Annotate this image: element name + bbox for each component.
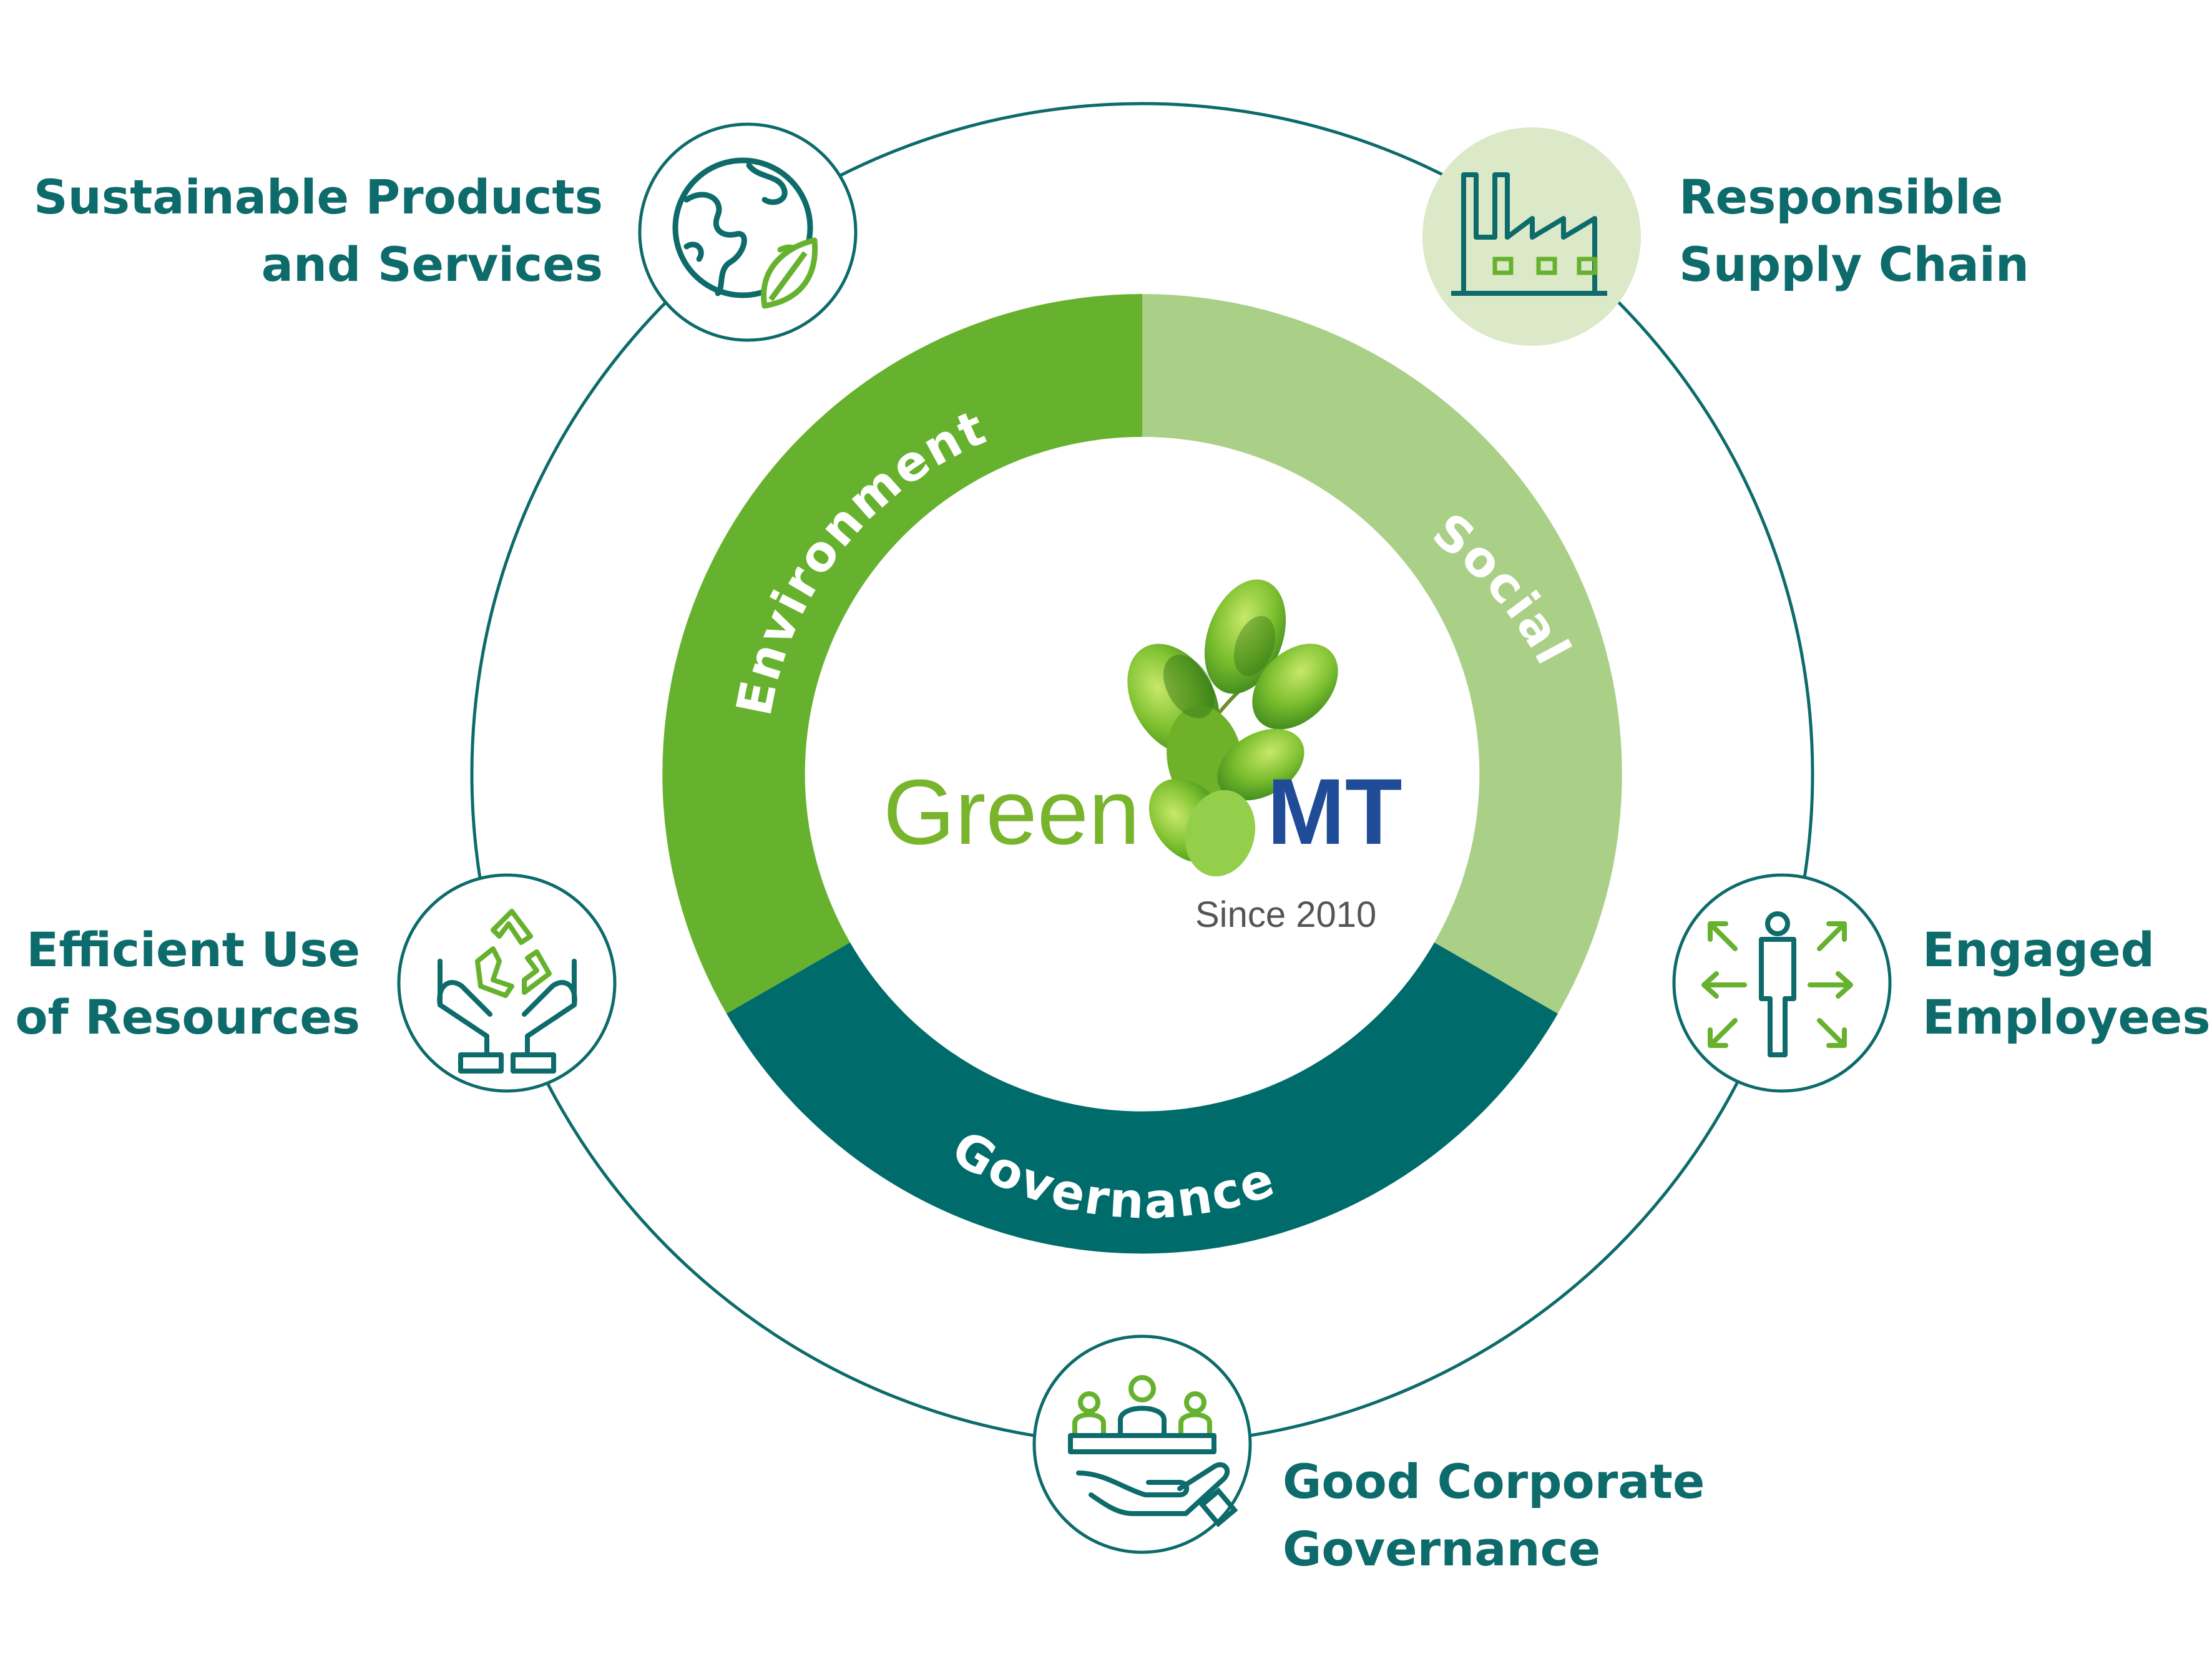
people-icon: [1068, 1375, 1216, 1454]
social-segment: [1142, 294, 1622, 1014]
hand-icon: [1076, 1462, 1230, 1516]
logo-mt-text: MT: [1267, 759, 1402, 864]
topic-supply-node: [1422, 127, 1641, 346]
topic-governance-node: [1032, 1334, 1252, 1554]
recycle-icon: [475, 909, 552, 998]
factory-windows-icon: [1492, 257, 1598, 275]
topic-resources-label: Efficient Use of Resources: [15, 916, 360, 1051]
topic-governance-label: Good Corporate Governance: [1283, 1448, 1705, 1583]
topic-resources-line1: Efficient Use: [26, 922, 360, 977]
topic-governance-line1: Good Corporate: [1283, 1454, 1705, 1509]
person-icon: [1759, 911, 1796, 1057]
topic-supply-label: Responsible Supply Chain: [1679, 164, 2029, 298]
leaves-image: [1127, 579, 1338, 877]
topic-employees-label: Engaged Employees: [1922, 916, 2211, 1051]
greenmt-logo: Green MT Since 2010: [883, 579, 1402, 935]
leaf-accent-icon: [761, 237, 818, 309]
topic-employees-line1: Engaged: [1922, 922, 2155, 977]
topic-sustainable-line1: Sustainable Products: [33, 169, 603, 225]
logo-green-text: Green: [883, 761, 1140, 864]
esg-ring: Environment Social Governance: [662, 294, 1622, 1254]
since-text: Since 2010: [1195, 894, 1376, 935]
hands-icon: [437, 959, 577, 1074]
topic-employees-line2: Employees: [1922, 989, 2211, 1045]
topic-supply-line1: Responsible: [1679, 169, 2004, 225]
topic-sustainable-label: Sustainable Products and Services: [34, 164, 603, 298]
topic-resources-line2: of Resources: [15, 989, 360, 1045]
topic-governance-line2: Governance: [1283, 1521, 1601, 1577]
arrows-icon: [1701, 921, 1853, 1048]
topic-sustainable-line2: and Services: [261, 237, 603, 292]
hand-cuff-icon: [1198, 1487, 1238, 1527]
topic-employees-node: [1672, 873, 1892, 1093]
factory-icon: [1451, 172, 1607, 296]
topic-resources-node: [397, 873, 617, 1093]
governance-segment: [727, 942, 1558, 1254]
environment-segment: [662, 294, 1142, 1014]
topic-supply-line2: Supply Chain: [1679, 237, 2030, 292]
topic-sustainable-node: [638, 122, 858, 342]
